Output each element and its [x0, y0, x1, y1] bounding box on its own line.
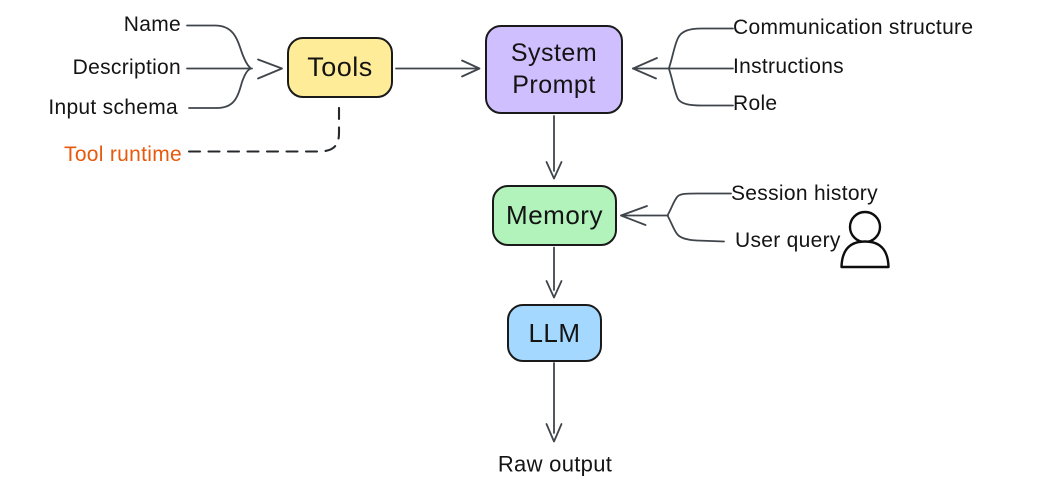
- arrowhead-tools-to-system-prompt: [461, 59, 481, 78]
- label-description: Description: [72, 55, 181, 79]
- arrowhead-llm-to-raw-output: [545, 423, 563, 443]
- node-llm-label: LLM: [528, 317, 581, 348]
- label-tool-runtime: Tool runtime: [64, 142, 182, 166]
- connector-communication-structure-to-system-prompt: [668, 27, 734, 69]
- node-tools-label: Tools: [307, 52, 373, 82]
- label-input-schema: Input schema: [48, 95, 178, 119]
- label-raw-output: Raw output: [497, 451, 613, 477]
- label-name: Name: [123, 12, 181, 36]
- node-memory: Memory: [492, 185, 617, 246]
- connector-name-to-tools: [186, 24, 251, 69]
- node-memory-label: Memory: [506, 200, 603, 230]
- node-system-prompt: System Prompt: [485, 25, 623, 114]
- connector-session-history-to-memory: [667, 192, 732, 216]
- arrowhead-into-memory: [620, 205, 648, 226]
- arrowhead-into-tools: [257, 58, 283, 80]
- label-instructions: Instructions: [733, 54, 844, 78]
- connector-user-query-to-memory: [667, 215, 725, 243]
- label-communication-structure: Communication structure: [733, 15, 974, 39]
- label-session-history: Session history: [731, 181, 878, 205]
- label-user-query: User query: [735, 228, 841, 252]
- arrowhead-memory-to-llm: [545, 280, 563, 299]
- connector-tool-runtime-dashed: [187, 101, 341, 153]
- node-system-prompt-label: System Prompt: [510, 39, 598, 99]
- user-icon: [840, 210, 890, 269]
- node-llm: LLM: [507, 304, 602, 362]
- connector-role-to-system-prompt: [668, 68, 734, 107]
- label-role: Role: [733, 91, 778, 115]
- arrowhead-into-system-prompt: [632, 57, 658, 80]
- arrowhead-system-prompt-to-memory: [545, 161, 563, 180]
- node-tools: Tools: [287, 37, 393, 98]
- connector-input-schema-to-tools: [188, 68, 251, 109]
